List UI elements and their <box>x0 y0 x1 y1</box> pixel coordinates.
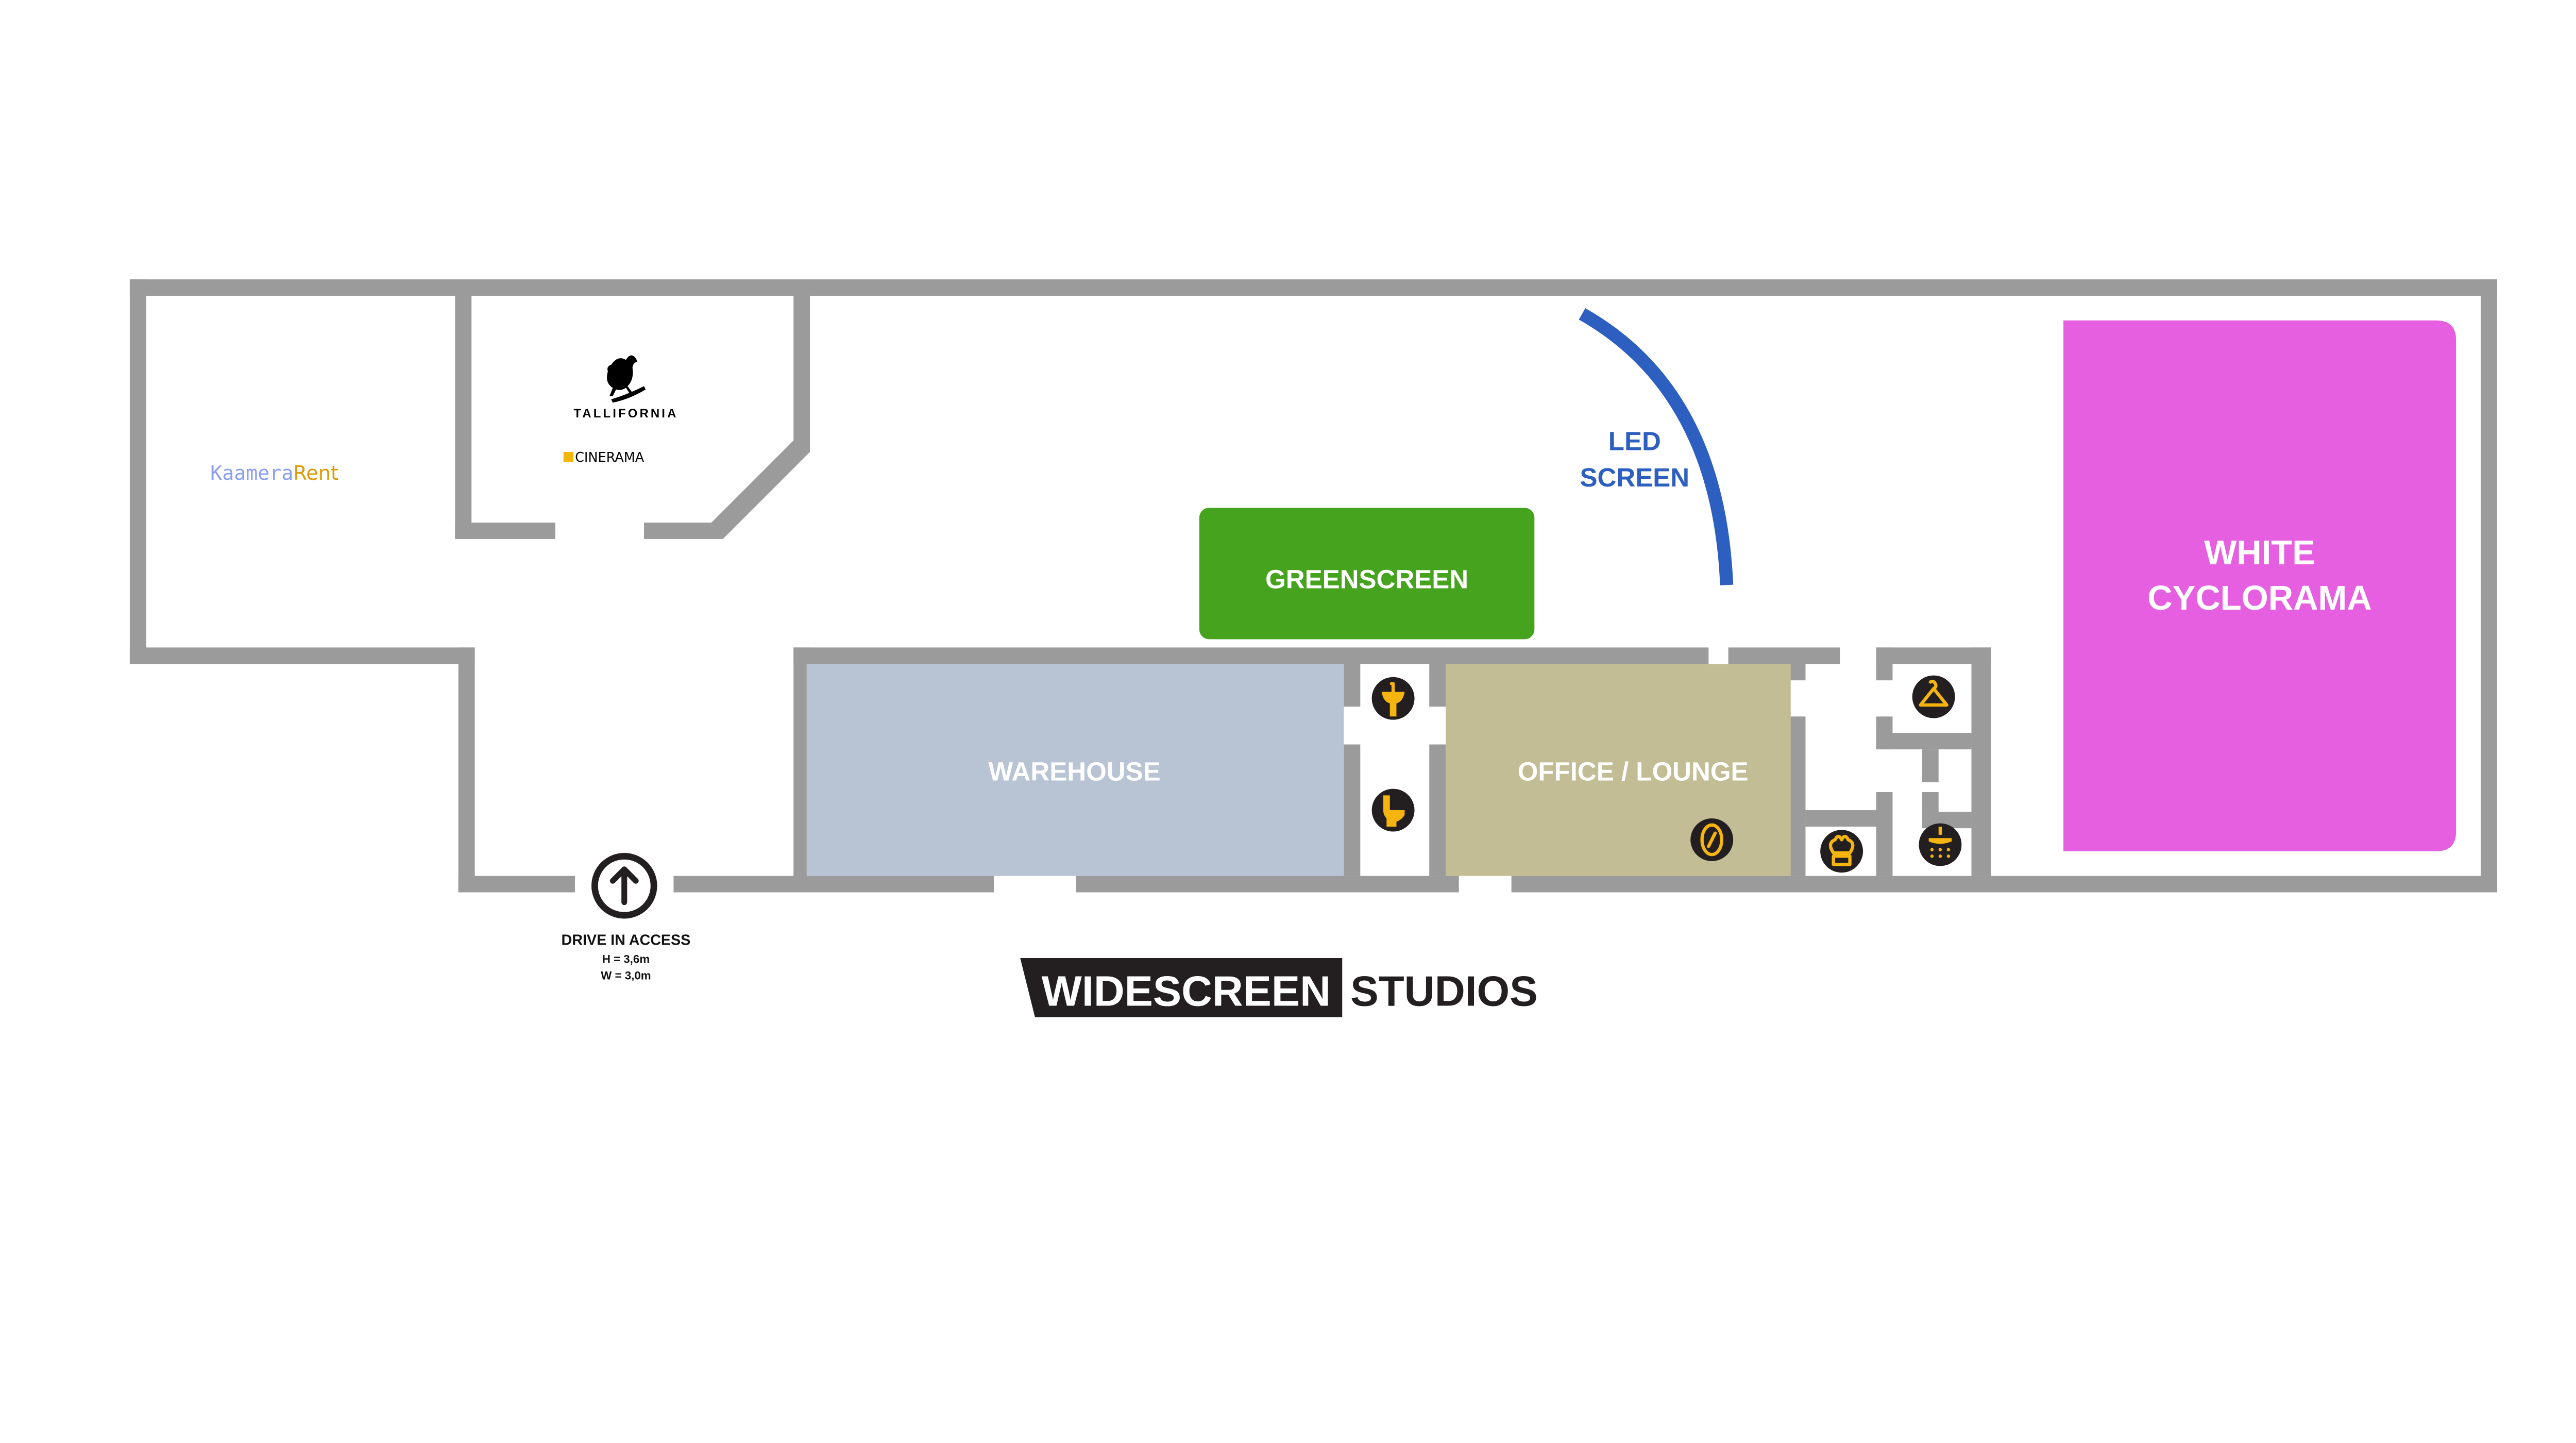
kaamerarent-logo: KaameraRent <box>210 462 338 485</box>
arrow-up-circle-icon <box>591 852 657 919</box>
drive-in-access[interactable]: DRIVE IN ACCESS H = 3,6m W = 3,0m <box>562 852 691 982</box>
greenscreen-label: GREENSCREEN <box>1265 565 1468 594</box>
logo-studios: STUDIOS <box>1350 967 1538 1015</box>
studio-floor-plan: WAREHOUSE OFFICE / LOUNGE GREENSCREEN LE… <box>129 279 2497 1017</box>
led-screen-label-line2: SCREEN <box>1580 463 1690 492</box>
sink-icon <box>1371 677 1415 720</box>
floor-plan-container: WAREHOUSE OFFICE / LOUNGE GREENSCREEN LE… <box>129 279 2497 1017</box>
office-lounge-label: OFFICE / LOUNGE <box>1518 757 1749 786</box>
cinerama-label: CINERAMA <box>575 450 645 465</box>
chef-hat-icon <box>1820 830 1863 873</box>
toilet-icon <box>1371 788 1415 832</box>
drive-in-width: W = 3,0m <box>601 969 651 982</box>
led-screen-label-line1: LED <box>1608 427 1661 456</box>
office-lounge-room[interactable]: OFFICE / LOUNGE <box>1446 664 1791 876</box>
walls <box>129 279 2497 893</box>
warehouse-room[interactable]: WAREHOUSE <box>806 664 1344 876</box>
cinerama-logo: CINERAMA <box>563 450 645 465</box>
greenscreen-area[interactable]: GREENSCREEN <box>1199 508 1535 640</box>
cyclorama-label-line1: WHITE <box>2204 533 2315 572</box>
shower-icon <box>1919 823 1962 866</box>
tallifornia-label: TALLIFORNIA <box>573 407 678 421</box>
hen-icon <box>607 355 638 396</box>
led-screen[interactable]: LED SCREEN <box>1579 308 1734 585</box>
widescreen-studios-logo: WIDESCREEN STUDIOS <box>1020 958 1538 1017</box>
mirror-icon <box>1690 818 1734 861</box>
drive-in-height: H = 3,6m <box>602 953 650 966</box>
logo-widescreen: WIDESCREEN <box>1042 967 1331 1015</box>
tallifornia-logo: TALLIFORNIA <box>573 355 678 421</box>
cyclorama-labels: WHITE CYCLORAMA <box>2063 530 2456 621</box>
drive-in-title: DRIVE IN ACCESS <box>562 932 691 949</box>
warehouse-label: WAREHOUSE <box>988 757 1160 786</box>
hanger-icon <box>1912 675 1955 718</box>
cyclorama-label-line2: CYCLORAMA <box>2147 578 2372 617</box>
white-cyclorama-area[interactable] <box>2063 320 2456 851</box>
